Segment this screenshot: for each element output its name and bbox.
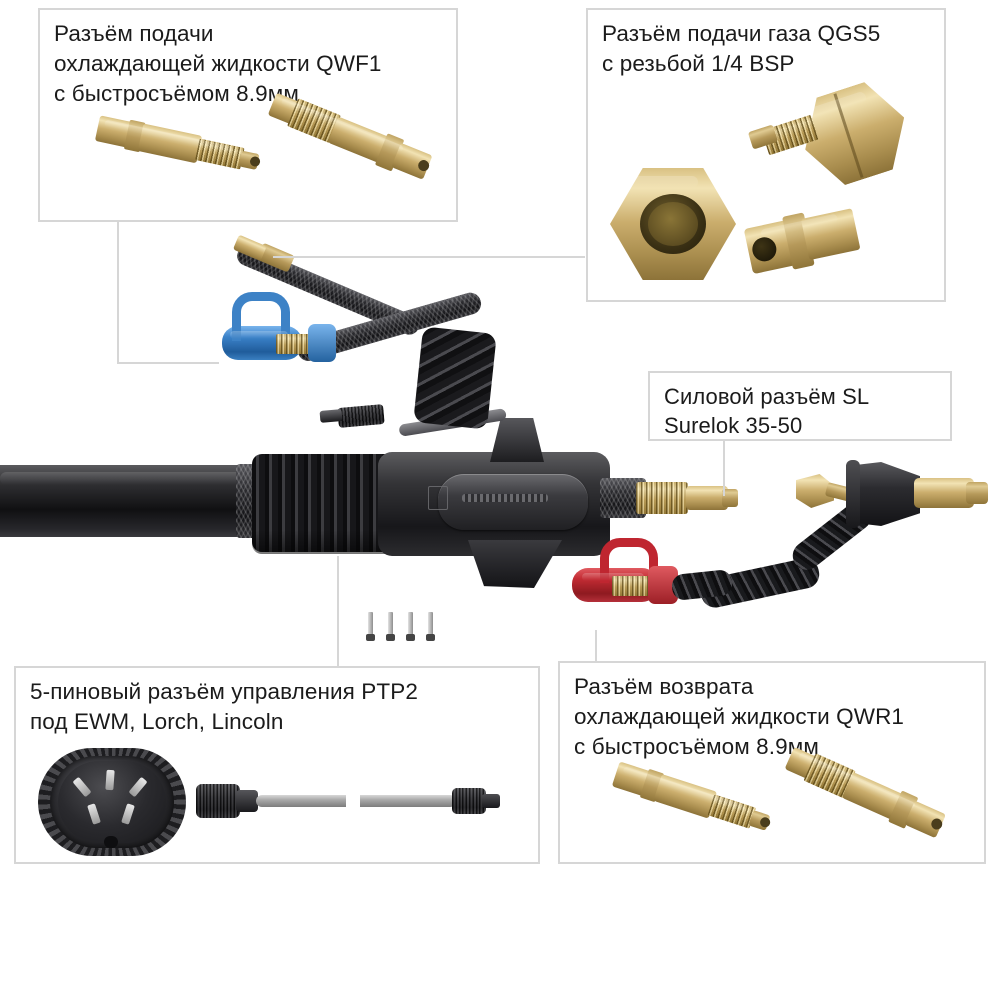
ptp2-connector-nose <box>236 790 258 812</box>
leader-line-gas-supply <box>273 256 585 258</box>
torch-body-marking <box>462 494 548 502</box>
mounting-screw-head <box>386 634 395 641</box>
surelok-pin <box>914 478 974 508</box>
coolant-return-coupling-bail <box>600 538 658 583</box>
mounting-screws-group <box>366 612 444 644</box>
surelok-body <box>848 462 920 526</box>
torch-body-label-plate <box>438 474 588 530</box>
upper-hose-group <box>180 230 560 460</box>
callout-gas-supply[interactable]: Разъём подачи газа QGS5 с резьбой 1/4 BS… <box>586 8 946 302</box>
surelok-collar <box>846 460 860 528</box>
gas-fitting-nipple <box>741 188 895 295</box>
ptp2-connector-side-view <box>196 780 516 826</box>
mounting-screw <box>368 612 373 636</box>
callout-control-connector[interactable]: 5-пиновый разъём управления PTP2 под EWM… <box>14 666 540 864</box>
ptp2-pin-slot <box>105 769 115 791</box>
callout-power-connector[interactable]: Силовой разъём SL Surelok 35-50 <box>648 371 952 441</box>
hose-junction-wrap <box>413 326 497 430</box>
mounting-screw <box>428 612 433 636</box>
callout-power-connector-text: Силовой разъём SL Surelok 35-50 <box>664 384 870 439</box>
torch-assembly <box>0 390 1000 670</box>
ptp2-connector-body <box>196 784 240 818</box>
ptp2-lead-tip <box>482 794 500 808</box>
bellows-shadow <box>252 530 394 554</box>
ptp2-lead-break <box>346 793 360 809</box>
leader-line-coolant-supply-horizontal <box>117 362 219 364</box>
mounting-screw-head <box>426 634 435 641</box>
coolant-supply-coupling-cap <box>308 324 336 362</box>
power-stud-thread <box>636 482 688 514</box>
leader-line-power-connector <box>723 440 725 496</box>
main-cable <box>0 465 270 537</box>
callout-coolant-supply-text: Разъём подачи охлаждающей жидкости QWF1 … <box>54 21 382 106</box>
mounting-screw-head <box>366 634 375 641</box>
ptp2-keyway <box>104 836 118 848</box>
callout-coolant-supply[interactable]: Разъём подачи охлаждающей жидкости QWF1 … <box>38 8 458 222</box>
gas-fitting-union-nut <box>610 168 740 286</box>
callout-coolant-return-text: Разъём возврата охлаждающей жидкости QWR… <box>574 674 905 759</box>
callout-gas-supply-text: Разъём подачи газа QGS5 с резьбой 1/4 BS… <box>602 21 881 76</box>
coolant-supply-coupling-bail <box>232 292 290 341</box>
ptp2-lead-endcap <box>452 788 486 814</box>
callout-coolant-return[interactable]: Разъём возврата охлаждающей жидкости QWR… <box>558 661 986 864</box>
surelok-pin-tip <box>966 482 988 504</box>
ptp2-connector-face <box>38 748 190 860</box>
gas-block <box>490 418 544 462</box>
callout-control-connector-text: 5-пиновый разъём управления PTP2 под EWM… <box>30 679 418 734</box>
mounting-screw-head <box>406 634 415 641</box>
mounting-screw <box>388 612 393 636</box>
mounting-screw <box>408 612 413 636</box>
recycling-icon <box>428 486 448 510</box>
power-stud-tip <box>722 489 738 507</box>
torch-trigger <box>468 540 562 588</box>
leader-line-control-connector <box>337 556 339 668</box>
leader-line-coolant-supply-vertical <box>117 222 119 364</box>
power-stud-nipple <box>686 486 728 510</box>
leader-line-coolant-return <box>595 630 597 662</box>
